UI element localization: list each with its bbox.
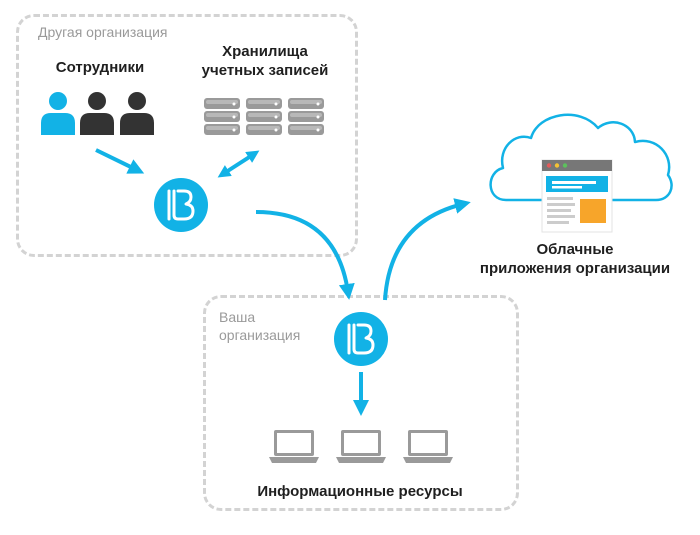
laptop-icon-2 <box>336 430 386 463</box>
employees-label: Сотрудники <box>55 59 145 76</box>
arrow-logo-storage-bidirectional <box>217 150 260 178</box>
other-organization-title: Другая организация <box>38 24 168 40</box>
person-icon-2 <box>80 92 114 135</box>
your-organization-title-line2: организация <box>219 327 301 343</box>
browser-window-icon <box>541 159 613 233</box>
arrow-employees-to-logo <box>95 148 145 174</box>
person-icon-3 <box>120 92 154 135</box>
cloud-apps-label-line1: Облачные <box>536 241 614 258</box>
account-storage-label-line1: Хранилища <box>222 43 308 60</box>
information-resources-label: Информационные ресурсы <box>257 483 463 500</box>
other-organization-box <box>16 14 358 257</box>
person-icon-1 <box>41 92 75 135</box>
logo-icon-your-org <box>332 310 390 368</box>
database-icon-2 <box>246 98 282 135</box>
database-icon-3 <box>288 98 324 135</box>
laptop-icon-1 <box>269 430 319 463</box>
your-organization-title-line1: Ваша <box>219 309 256 325</box>
arrow-your-org-to-cloud <box>383 198 471 301</box>
laptop-icon-3 <box>403 430 453 463</box>
arrow-other-org-to-your-org <box>255 210 355 300</box>
cloud-apps-label-line2: приложения организации <box>479 260 671 277</box>
your-organization-box <box>203 295 519 511</box>
account-storage-label-line2: учетных записей <box>201 62 329 79</box>
cloud-icon <box>489 113 673 202</box>
logo-icon-other-org <box>152 176 210 234</box>
database-icon-1 <box>204 98 240 135</box>
